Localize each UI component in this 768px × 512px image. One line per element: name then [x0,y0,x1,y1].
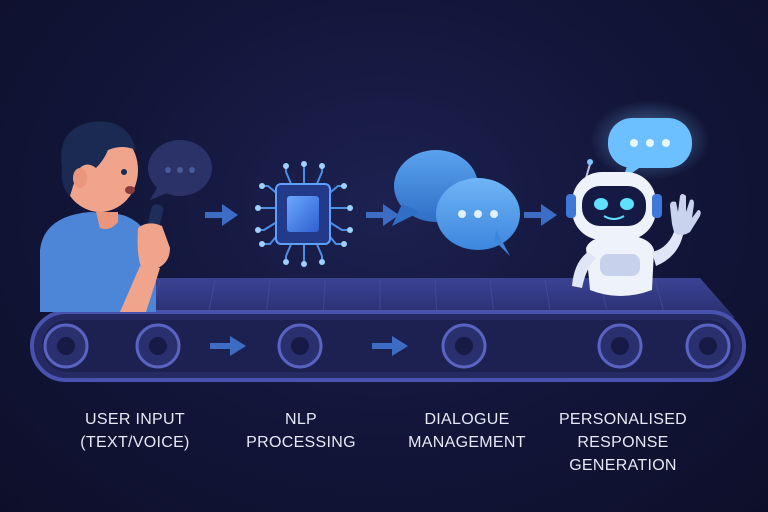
speech-bubble-icon [148,140,212,200]
microchip-icon [255,161,353,267]
robot-waving-icon [566,100,710,296]
conveyor-belt [30,278,746,382]
chat-bubbles-icon [392,150,520,256]
stage-label-line: NLP [284,411,318,428]
stage-label-user-input: USER INPUT (TEXT/VOICE) [50,408,220,454]
stage-label-line: DIALOGUE [424,411,510,428]
stage-label-response: PERSONALISED RESPONSE GENERATION [538,408,708,477]
stage-label-dialogue: DIALOGUE MANAGEMENT [382,408,552,454]
user-speaking-icon [40,121,170,312]
stage-label-line: RESPONSE [577,434,669,451]
stage-label-line: MANAGEMENT [408,434,526,451]
stage-label-line: (TEXT/VOICE) [80,434,190,451]
stage-label-line: USER INPUT [85,411,185,428]
arrow-right-icon [372,336,408,356]
arrow-right-icon [366,204,399,226]
arrow-right-icon [524,204,557,226]
arrow-right-icon [205,204,238,226]
stage-label-line: GENERATION [569,457,677,474]
stage-label-line: PROCESSING [246,434,356,451]
stage-label-nlp: NLP PROCESSING [216,408,386,454]
stage-label-line: PERSONALISED [558,411,688,428]
arrow-right-icon [210,336,246,356]
robot-speech-bubble-icon [608,118,692,180]
